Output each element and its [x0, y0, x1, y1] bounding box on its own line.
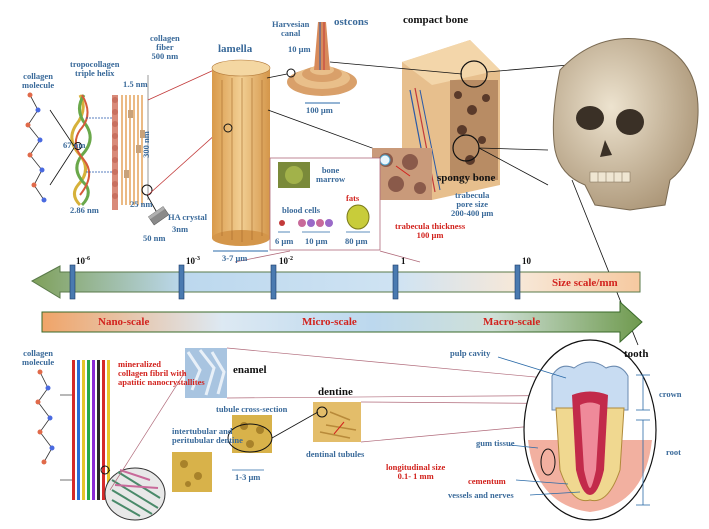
marrow-cells-box — [234, 157, 421, 263]
label-compact-bone: compact bone — [403, 14, 469, 26]
label-1-3um: 1-3 μm — [235, 472, 261, 482]
label-3nm: 3nm — [172, 224, 189, 234]
tick-label-1e-2: 10-2 — [279, 256, 293, 266]
label-25nm: 25 nm — [130, 199, 153, 209]
triple-helix — [49, 94, 92, 207]
dentine-images — [172, 401, 621, 492]
label-tooth: tooth — [624, 348, 649, 360]
label-ostcons: ostcons — [334, 16, 369, 28]
tick-label-1e-6: 10-6 — [76, 256, 90, 266]
label-2-86nm: 2.86 nm — [70, 205, 99, 215]
spongy-bone-image — [372, 148, 432, 200]
label-spongy-bone: spongy bone — [437, 172, 496, 184]
label-crown: crown — [659, 389, 682, 399]
label-macro-scale: Macro-scale — [483, 316, 541, 328]
label-3-7um: 3-7 μm — [222, 253, 248, 263]
label-nano-scale: Nano-scale — [98, 316, 150, 328]
size-scale-arrow — [30, 264, 641, 300]
label-fats: fats — [346, 193, 360, 203]
collagen-molecule-chain — [25, 92, 47, 203]
tooth — [497, 339, 657, 521]
tick-label-1: 1 — [401, 256, 406, 266]
label-lamella: lamella — [218, 43, 253, 55]
label-50nm: 50 nm — [143, 233, 166, 243]
label-100um: 100 μm — [306, 105, 333, 115]
collagen-fiber — [86, 75, 170, 226]
label-root: root — [666, 447, 681, 457]
collagen-molecule-chain-bottom — [35, 369, 55, 465]
label-tubule-cross-section: tubule cross-section — [216, 404, 288, 414]
label-gum-tissue: gum tissue — [476, 438, 515, 448]
label-micro-scale: Micro-scale — [302, 316, 357, 328]
tick-label-1e-3: 10-3 — [186, 256, 200, 266]
label-10um-blood: 10 μm — [305, 236, 328, 246]
label-size-scale: Size scale/mm — [552, 277, 618, 289]
label-ha-crystal: HA crystal — [168, 212, 207, 222]
label-67nm: 67 nm — [63, 140, 86, 150]
tick-label-10: 10 — [522, 256, 531, 266]
skull — [552, 38, 699, 346]
label-10um-top: 10 μm — [288, 44, 311, 54]
scale-band-arrow — [41, 300, 643, 344]
label-6um: 6 μm — [275, 236, 294, 246]
label-pulp-cavity: pulp cavity — [450, 348, 491, 358]
label-1-5nm: 1.5 nm — [123, 79, 148, 89]
label-80um: 80 μm — [345, 236, 368, 246]
label-blood-cells: blood cells — [282, 205, 321, 215]
label-vessels-nerves: vessels and nerves — [448, 490, 514, 500]
label-dentinal-tubules: dentinal tubules — [306, 449, 365, 459]
label-cementum: cementum — [468, 476, 506, 486]
lamella-cylinder — [147, 59, 271, 252]
mineralized-fibril — [60, 360, 186, 521]
osteon — [266, 22, 357, 104]
label-enamel: enamel — [233, 364, 267, 376]
label-dentine: dentine — [318, 386, 353, 398]
label-300nm: 300 nm — [140, 131, 151, 158]
